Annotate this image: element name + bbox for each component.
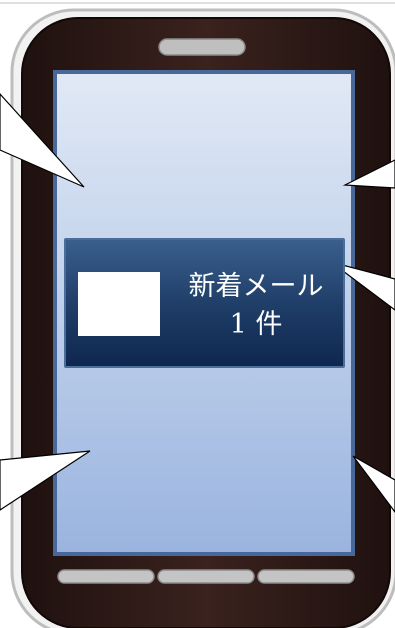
speaker-grille-icon	[158, 38, 246, 56]
callout-pointer-mid-right	[330, 261, 395, 311]
notification-text: 新着メール 1 件	[166, 268, 346, 344]
callout-pointer-bottom-left	[0, 450, 91, 511]
nav-key-left-icon[interactable]	[57, 569, 155, 584]
new-mail-notification[interactable]: 新着メール 1 件	[64, 238, 345, 368]
mail-thumbnail-icon	[78, 272, 160, 336]
nav-key-center-icon[interactable]	[157, 569, 255, 584]
notification-line-1: 新着メール	[188, 271, 324, 302]
callout-pointer-top-right	[342, 159, 395, 189]
callout-pointer-bottom-right	[352, 455, 395, 513]
notification-line-2: 1 件	[229, 309, 283, 340]
callout-pointer-top-left	[0, 93, 85, 188]
nav-key-right-icon[interactable]	[257, 569, 355, 584]
